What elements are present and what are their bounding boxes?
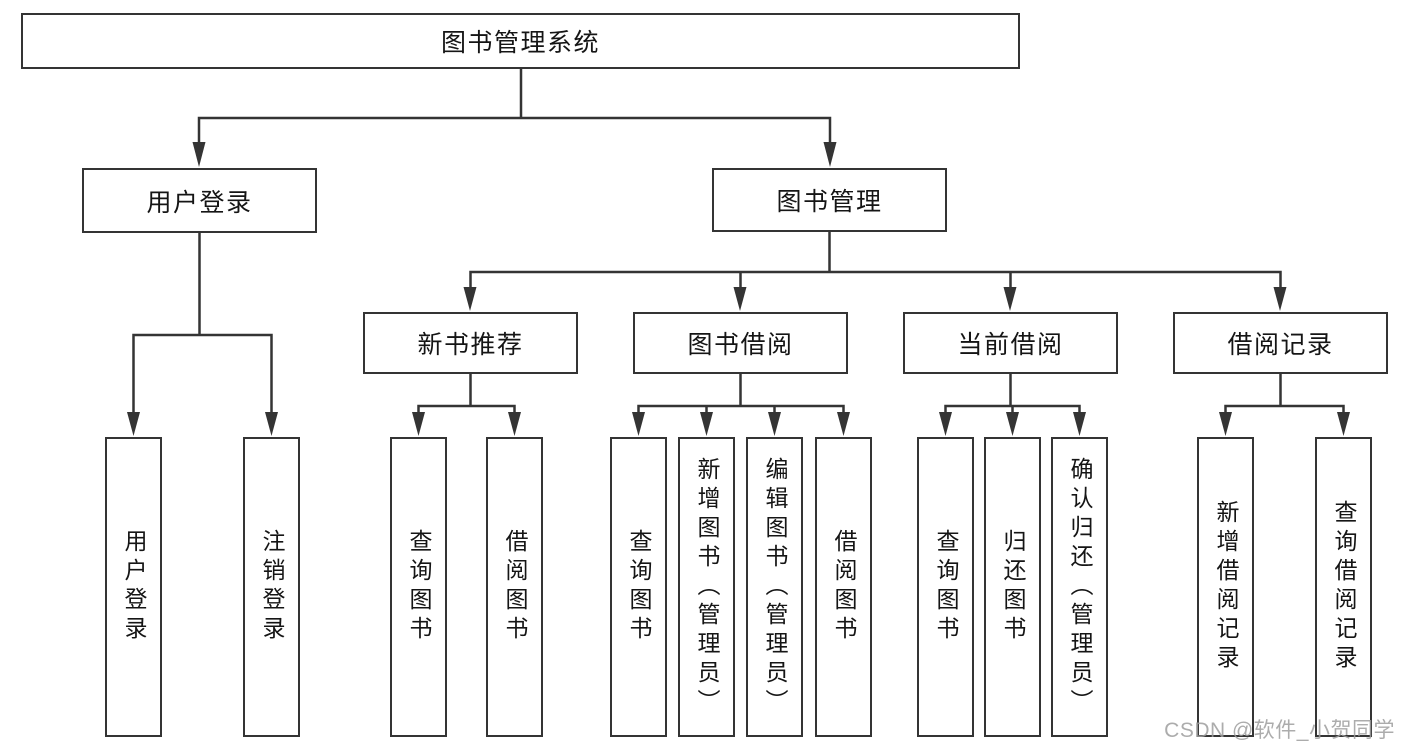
leaf-logout: 注销登录 — [243, 437, 300, 737]
leaf-borrow-borrow-books: 借阅图书 — [815, 437, 872, 737]
leaf-current-return-books: 归还图书 — [984, 437, 1041, 737]
node-borrow-records: 借阅记录 — [1173, 312, 1388, 374]
connector-user-login-to-leaves — [132, 231, 273, 417]
leaf-borrow-query-books: 查询图书 — [610, 437, 667, 737]
node-book-management: 图书管理 — [712, 168, 947, 232]
leaf-records-query-record: 查询借阅记录 — [1315, 437, 1372, 737]
leaf-records-add-record: 新增借阅记录 — [1197, 437, 1254, 737]
watermark: CSDN @软件_小贺同学 — [1164, 719, 1395, 742]
node-book-borrow: 图书借阅 — [633, 312, 848, 374]
arrowhead-icons — [127, 142, 1350, 436]
leaf-borrow-add-books-admin: 新增图书（管理员） — [678, 437, 735, 737]
leaf-current-query-books: 查询图书 — [917, 437, 974, 737]
connector-borrow-records-to-leaves — [1224, 372, 1345, 418]
leaf-user-login: 用户登录 — [105, 437, 162, 737]
leaf-borrow-edit-books-admin: 编辑图书（管理员） — [746, 437, 803, 737]
node-current-borrow: 当前借阅 — [903, 312, 1118, 374]
connector-current-borrow-to-leaves — [944, 372, 1081, 418]
node-user-login: 用户登录 — [82, 168, 317, 233]
leaf-recommend-query-books: 查询图书 — [390, 437, 447, 737]
connector-root-to-level2 — [197, 67, 832, 148]
leaf-current-confirm-return-admin: 确认归还（管理员） — [1051, 437, 1108, 737]
connector-book-management-to-level3 — [469, 230, 1282, 292]
connector-book-borrow-to-leaves — [637, 372, 845, 418]
connector-new-book-recommend-to-leaves — [417, 372, 516, 418]
node-root: 图书管理系统 — [21, 13, 1020, 69]
leaf-recommend-borrow-books: 借阅图书 — [486, 437, 543, 737]
node-new-book-recommend: 新书推荐 — [363, 312, 578, 374]
